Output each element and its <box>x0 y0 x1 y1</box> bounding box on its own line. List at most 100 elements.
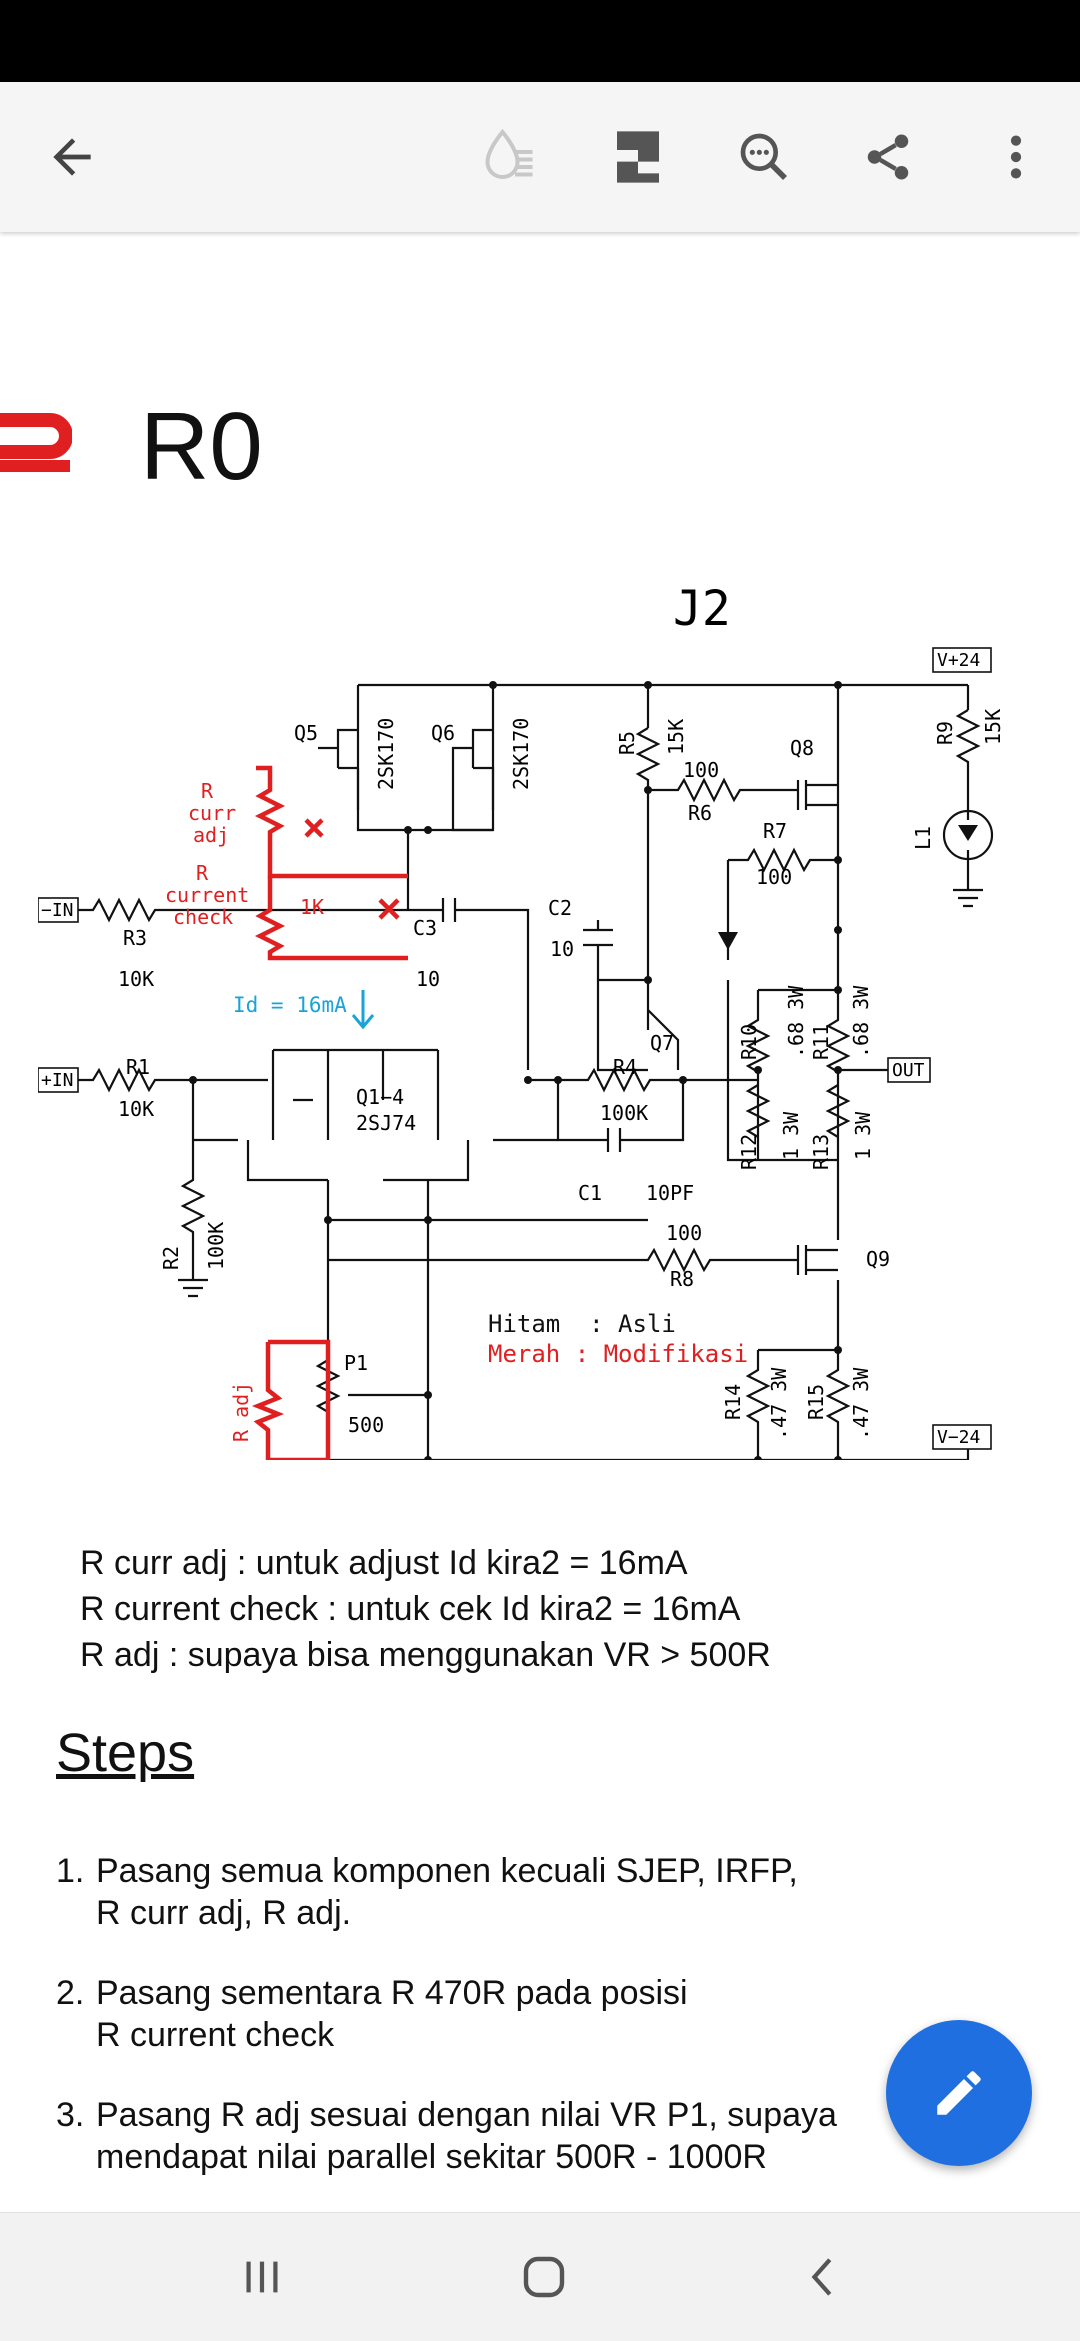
label-r14-value: .47 3W <box>767 1367 791 1440</box>
zoom-search-icon <box>740 133 787 180</box>
label-r5-value: 15K <box>664 719 688 755</box>
label-r4-value: 100K <box>600 1101 648 1125</box>
label-r14: R14 <box>721 1384 745 1420</box>
label-r1: R1 <box>126 1055 150 1079</box>
more-vert-icon <box>1010 135 1022 179</box>
label-q9: Q9 <box>866 1247 890 1271</box>
label-q6: Q6 <box>431 721 455 745</box>
label-id-current: Id = 16mA <box>233 993 347 1017</box>
label-r2: R2 <box>159 1246 183 1270</box>
legend-red: Merah : Modifikasi <box>488 1340 748 1368</box>
label-c2: C2 <box>548 896 572 920</box>
logo-mark <box>0 413 72 472</box>
label-q6-part: 2SK170 <box>509 718 533 790</box>
label-c3-value: 10 <box>416 967 440 991</box>
step-item: 1. Pasang semua komponen kecuali SJEP, I… <box>56 1850 936 1934</box>
label-c3: C3 <box>413 916 437 940</box>
step-text: Pasang semua komponen kecuali SJEP, IRFP… <box>96 1852 798 1932</box>
back-chevron-icon <box>811 2258 832 2296</box>
label-r-curr-adj-3: adj <box>193 823 229 847</box>
label-r9: R9 <box>933 721 957 745</box>
label-r12: R12 <box>737 1134 761 1170</box>
zoom-search-button[interactable] <box>734 127 794 187</box>
port-vminus: V−24 <box>937 1427 980 1448</box>
system-navbar <box>0 2212 1080 2341</box>
back-nav-button[interactable] <box>784 2247 864 2307</box>
label-q7: Q7 <box>650 1031 674 1055</box>
label-r4: R4 <box>613 1055 637 1079</box>
label-r9-value: 15K <box>981 709 1005 745</box>
label-r5: R5 <box>615 731 639 755</box>
step-item: 3. Pasang R adj sesuai dengan nilai VR P… <box>56 2094 936 2178</box>
port-minus-in: −IN <box>41 900 74 921</box>
label-r-current-check-value: 1K <box>300 895 324 919</box>
amplifier-schematic: J2 V+24 V−24 −IN +IN OUT Q5 Q6 2SK170 2S… <box>38 581 1005 1460</box>
step-number: 3. <box>56 2096 85 2134</box>
label-p1: P1 <box>344 1351 368 1375</box>
step-item: 2. Pasang sementara R 470R pada posisi R… <box>56 1972 936 2056</box>
label-r-adj: R adj <box>229 1382 253 1442</box>
label-r13: R13 <box>809 1134 833 1170</box>
label-r10: R10 <box>737 1024 761 1060</box>
page-title: R0 <box>140 393 263 500</box>
note-r-adj: R adj : supaya bisa menggunakan VR > 500… <box>80 1636 771 1674</box>
label-l1: L1 <box>911 826 935 850</box>
step-text: Pasang R adj sesuai dengan nilai VR P1, … <box>96 2096 837 2176</box>
label-q1-4-part: 2SJ74 <box>356 1111 416 1135</box>
more-options-button[interactable] <box>986 127 1046 187</box>
edit-fab-button[interactable] <box>886 2020 1032 2166</box>
label-r8: R8 <box>670 1267 694 1291</box>
edit-pencil-icon <box>937 2071 981 2115</box>
note-r-curr-adj: R curr adj : untuk adjust Id kira2 = 16m… <box>80 1544 688 1582</box>
share-button[interactable] <box>858 127 918 187</box>
back-arrow-icon <box>53 138 91 176</box>
label-r1-value: 10K <box>118 1097 154 1121</box>
home-button[interactable] <box>504 2247 584 2307</box>
label-r6-value: 100 <box>683 758 719 782</box>
label-r2-value: 100K <box>204 1222 228 1270</box>
home-icon <box>523 2256 565 2298</box>
port-vplus: V+24 <box>937 650 980 671</box>
page-layout-button[interactable] <box>608 127 668 187</box>
legend-black: Hitam : Asli <box>488 1310 676 1338</box>
label-c2-value: 10 <box>550 937 574 961</box>
label-c1-value: 10PF <box>646 1181 694 1205</box>
recents-button[interactable] <box>222 2247 302 2307</box>
label-r3: R3 <box>123 926 147 950</box>
ink-drop-icon <box>485 128 533 179</box>
label-r3-value: 10K <box>118 967 154 991</box>
label-p1-value: 500 <box>348 1413 384 1437</box>
toolbar <box>0 82 1080 232</box>
label-q1-4: Q1−4 <box>356 1085 404 1109</box>
label-r11: R11 <box>809 1024 833 1060</box>
ink-mode-button[interactable] <box>480 127 540 187</box>
recents-icon <box>246 2261 278 2293</box>
label-r-current-check-1: R <box>196 861 209 885</box>
steps-heading: Steps <box>56 1723 195 1783</box>
label-r13-value: 1 3W <box>851 1111 875 1160</box>
label-r15-value: .47 3W <box>849 1367 873 1440</box>
label-q5-part: 2SK170 <box>374 718 398 790</box>
label-r-current-check-3: check <box>173 905 233 929</box>
notes: R curr adj : untuk adjust Id kira2 = 16m… <box>80 1540 771 1678</box>
label-r12-value: 1 3W <box>779 1111 803 1160</box>
label-r7: R7 <box>763 819 787 843</box>
label-r-curr-adj-1: R <box>201 779 214 803</box>
label-c1: C1 <box>578 1181 602 1205</box>
share-icon <box>867 134 909 180</box>
schematic-title: J2 <box>673 581 731 637</box>
label-q8: Q8 <box>790 736 814 760</box>
label-r10-value: .68 3W <box>784 985 808 1058</box>
port-out: OUT <box>892 1060 925 1081</box>
step-number: 1. <box>56 1852 85 1890</box>
page-layout-icon <box>617 131 659 183</box>
label-q5: Q5 <box>294 721 318 745</box>
step-text: Pasang sementara R 470R pada posisi R cu… <box>96 1974 688 2054</box>
label-r-current-check-2: current <box>165 883 249 907</box>
note-r-current-check: R current check : untuk cek Id kira2 = 1… <box>80 1590 741 1628</box>
label-r8-value: 100 <box>666 1221 702 1245</box>
steps-list: 1. Pasang semua komponen kecuali SJEP, I… <box>56 1850 936 2216</box>
step-number: 2. <box>56 1974 85 2012</box>
back-button[interactable] <box>42 127 102 187</box>
label-r-curr-adj-2: curr <box>188 801 236 825</box>
